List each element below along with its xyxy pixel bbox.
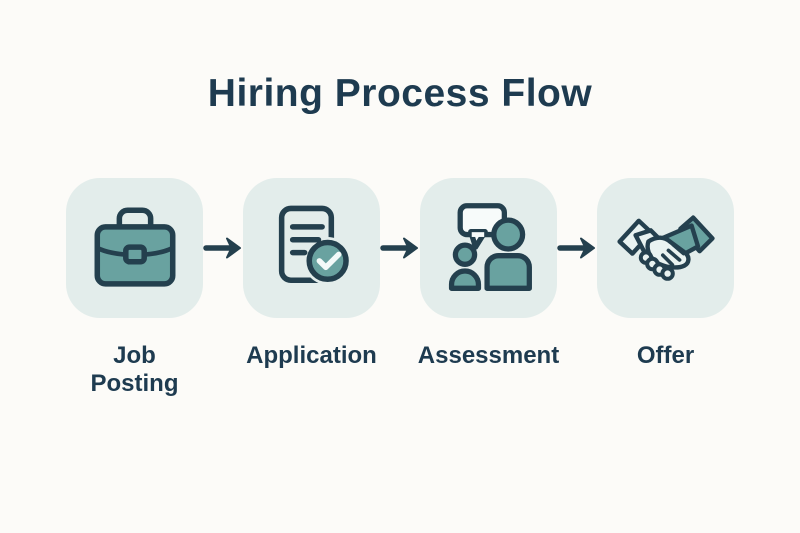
- step-icon-box: [66, 178, 203, 318]
- flow-arrow-icon: [557, 237, 595, 259]
- step-label: Offer: [636, 342, 695, 369]
- process-flow: Job Posting Application: [0, 178, 800, 399]
- flow-arrow-icon: [203, 237, 241, 259]
- briefcase-icon: [94, 207, 175, 287]
- step-offer: Offer: [597, 178, 734, 370]
- step-icon-box: [420, 178, 557, 318]
- step-label: Job Posting: [90, 342, 179, 398]
- step-icon-box: [597, 178, 734, 318]
- handshake-icon: [616, 215, 715, 281]
- interview-chat-icon: [448, 203, 532, 291]
- step-icon-box: [243, 178, 380, 318]
- step-application: Application: [243, 178, 380, 370]
- step-assessment: Assessment: [417, 178, 560, 370]
- document-check-icon: [278, 205, 352, 285]
- page-title: Hiring Process Flow: [207, 72, 593, 115]
- flow-arrow-icon: [380, 237, 418, 259]
- step-label: Application: [246, 342, 377, 369]
- step-label: Assessment: [417, 342, 560, 369]
- step-job-posting: Job Posting: [66, 178, 203, 399]
